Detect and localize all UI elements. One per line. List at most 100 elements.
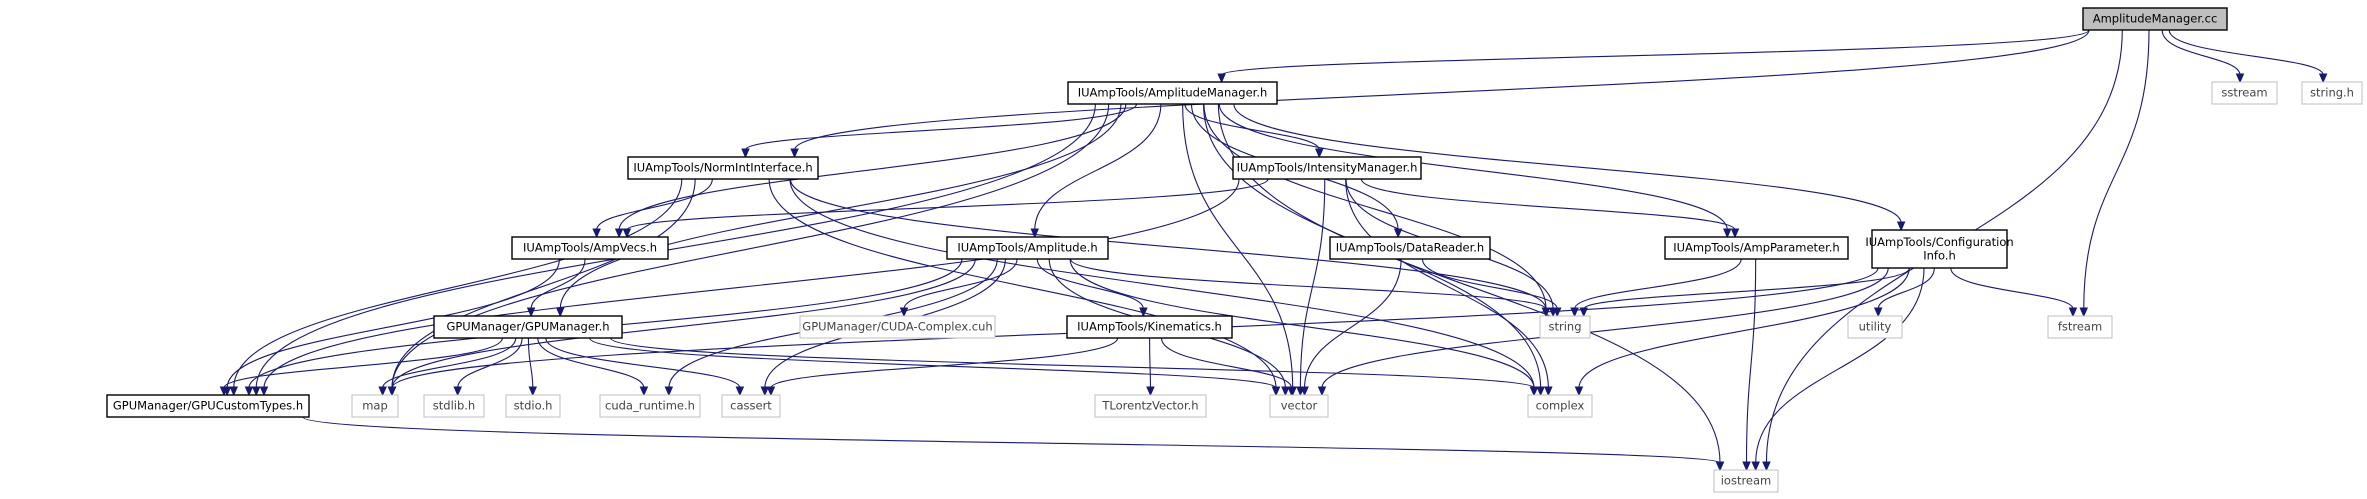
node-amplitude[interactable]: IUAmpTools/Amplitude.h bbox=[946, 236, 1109, 260]
edge-line bbox=[1034, 103, 1162, 231]
edge-root-to-ampmgr_h bbox=[1217, 29, 2090, 84]
edge-arrowhead bbox=[622, 228, 632, 239]
edge-arrowhead bbox=[1730, 228, 1740, 239]
edge-confinfo-to-vector bbox=[1317, 267, 1889, 397]
node-label: IUAmpTools/Kinematics.h bbox=[1077, 320, 1222, 334]
edge-line bbox=[1345, 178, 1549, 389]
node-ampparam[interactable]: IUAmpTools/AmpParameter.h bbox=[1664, 236, 1849, 260]
edge-line bbox=[1321, 267, 1889, 389]
node-box bbox=[1847, 315, 1903, 339]
edge-gpumgr-to-map bbox=[378, 337, 517, 397]
edge-arrowhead bbox=[2235, 73, 2245, 84]
node-stdio: stdio.h bbox=[505, 394, 561, 418]
edge-arrowhead bbox=[1552, 307, 1562, 318]
edge-line bbox=[1583, 267, 1911, 310]
edge-line bbox=[1578, 267, 1910, 389]
edge-line bbox=[1160, 337, 1293, 389]
edge-line bbox=[789, 178, 1535, 389]
node-ampmgr_h[interactable]: IUAmpTools/AmplitudeManager.h bbox=[1067, 81, 1278, 105]
edge-arrowhead bbox=[528, 386, 538, 397]
node-intensity[interactable]: IUAmpTools/IntensityManager.h bbox=[1232, 156, 1422, 180]
node-label: GPUManager/GPUManager.h bbox=[446, 320, 609, 334]
node-box bbox=[1664, 236, 1849, 260]
edge-intensity-to-complex bbox=[1345, 178, 1553, 397]
edge-root-to-sstream bbox=[2161, 29, 2245, 84]
edge-line bbox=[2083, 29, 2150, 310]
edge-ampmgr_h-to-intensity bbox=[1184, 103, 1324, 159]
node-label: string bbox=[1548, 320, 1581, 334]
edge-arrowhead bbox=[1762, 461, 1771, 472]
node-box bbox=[433, 315, 623, 339]
node-label: GPUManager/CUDA-Complex.cuh bbox=[802, 320, 992, 334]
node-box bbox=[627, 156, 819, 180]
node-label: Info.h bbox=[1923, 248, 1956, 262]
node-gpumgr[interactable]: GPUManager/GPUManager.h bbox=[433, 315, 623, 339]
edge-arrowhead bbox=[219, 386, 229, 397]
edge-line bbox=[1036, 258, 1144, 310]
edge-arrowhead bbox=[1315, 148, 1324, 159]
edge-confinfo-to-fstream bbox=[1950, 267, 2078, 318]
edge-ampparam-to-iostream bbox=[1742, 258, 1757, 472]
edge-arrowhead bbox=[639, 386, 649, 397]
node-kinematics[interactable]: IUAmpTools/Kinematics.h bbox=[1066, 315, 1233, 339]
edge-datareader-to-string bbox=[1421, 258, 1562, 318]
edge-arrowhead bbox=[1217, 73, 1226, 84]
edge-ampmgr_h-to-gpumgr bbox=[555, 103, 1122, 318]
node-gputypes[interactable]: GPUManager/GPUCustomTypes.h bbox=[106, 394, 310, 418]
node-label: vector bbox=[1281, 399, 1318, 413]
edge-root-to-fstream bbox=[2079, 29, 2150, 318]
edge-line bbox=[1218, 103, 1728, 231]
edge-line bbox=[626, 178, 1269, 231]
edge-line bbox=[537, 337, 645, 389]
node-label: GPUManager/GPUCustomTypes.h bbox=[113, 399, 303, 413]
edge-arrowhead bbox=[1742, 461, 1751, 472]
node-box bbox=[511, 236, 669, 260]
node-normint[interactable]: IUAmpTools/NormIntInterface.h bbox=[627, 156, 819, 180]
edge-arrowhead bbox=[790, 148, 799, 159]
node-box bbox=[721, 394, 781, 418]
node-label: sstream bbox=[2221, 86, 2267, 100]
edge-line bbox=[263, 178, 1240, 389]
edge-arrowhead bbox=[1139, 307, 1148, 318]
edge-line bbox=[768, 178, 1277, 389]
edge-arrowhead bbox=[1287, 386, 1296, 397]
edge-arrowhead bbox=[1271, 386, 1281, 397]
node-label: IUAmpTools/NormIntInterface.h bbox=[633, 161, 812, 175]
edge-arrowhead bbox=[614, 228, 624, 239]
node-box bbox=[1871, 229, 2008, 269]
edge-arrowhead bbox=[1544, 386, 1553, 397]
node-box bbox=[799, 315, 996, 339]
edge-line bbox=[1149, 337, 1151, 389]
node-box bbox=[1067, 81, 1278, 105]
edge-line bbox=[527, 337, 534, 389]
edge-ampmgr_h-to-confinfo bbox=[1233, 103, 1906, 232]
node-label: iostream bbox=[1721, 474, 1772, 488]
edge-arrowhead bbox=[555, 307, 565, 318]
edge-gpumgr-to-cudart bbox=[537, 337, 649, 397]
edge-arrowhead bbox=[1751, 461, 1760, 472]
edge-line bbox=[618, 103, 1127, 231]
node-label: fstream bbox=[2058, 320, 2102, 334]
node-label: IUAmpTools/AmplitudeManager.h bbox=[1078, 86, 1268, 100]
edge-line bbox=[589, 337, 1277, 389]
edge-line bbox=[789, 178, 1547, 310]
edge-intensity-to-ampparam bbox=[1360, 178, 1740, 239]
node-ampvecs[interactable]: IUAmpTools/AmpVecs.h bbox=[511, 236, 669, 260]
edge-kinematics-to-tlorentz bbox=[1146, 337, 1155, 397]
edge-line bbox=[530, 258, 586, 310]
edge-line bbox=[1950, 267, 2074, 310]
edge-arrowhead bbox=[1896, 221, 1906, 232]
node-datareader[interactable]: IUAmpTools/DataReader.h bbox=[1329, 236, 1491, 260]
edge-line bbox=[903, 258, 1018, 310]
node-box bbox=[1527, 394, 1593, 418]
edge-line bbox=[255, 103, 1096, 389]
edge-arrowhead bbox=[2079, 307, 2089, 318]
edge-kinematics-to-cassert bbox=[766, 337, 1119, 397]
node-label: complex bbox=[1536, 399, 1585, 413]
node-cudart: cuda_runtime.h bbox=[599, 394, 701, 418]
edge-arrowhead bbox=[259, 386, 269, 397]
node-box bbox=[1094, 394, 1207, 418]
edge-line bbox=[233, 178, 683, 389]
